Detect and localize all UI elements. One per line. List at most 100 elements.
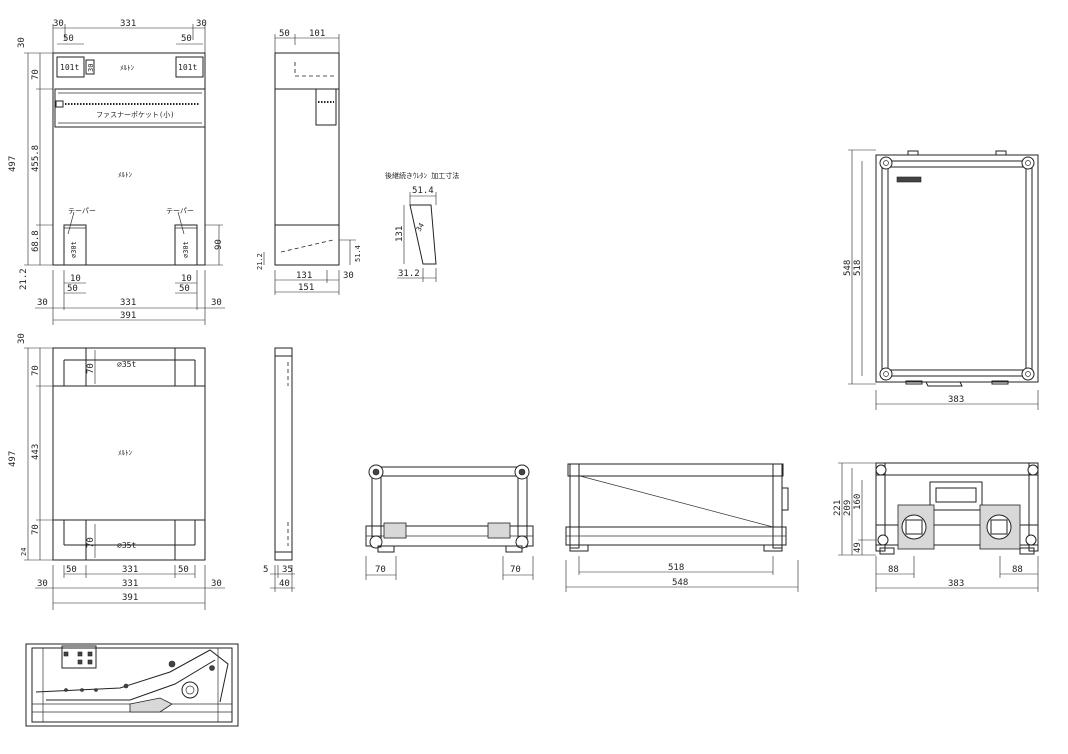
dim-lid-bottom-6: 391 [122, 593, 138, 603]
handle-bottom [925, 381, 963, 387]
note-foam-right: ⌀30t [182, 241, 190, 258]
dim-lid-left-4: 70 [31, 524, 41, 535]
dim-front-top-0: 30 [53, 19, 64, 29]
dim-front-bottom-4: 30 [37, 298, 48, 308]
dim-end-case-bottom-0: 88 [888, 565, 899, 575]
dim-long-case-0: 518 [668, 563, 684, 573]
side-view: 50 101 131 30 151 21.2 51.4 [256, 29, 362, 295]
dim-front-bottom-5: 331 [120, 298, 136, 308]
dim-end-case-left-3: 49 [853, 542, 863, 553]
long-case-view: 518 548 [565, 463, 799, 592]
lid-foam-top: ⌀35t [117, 360, 136, 369]
dim-lid-side-1: 35 [282, 565, 293, 575]
corner-bottom-left [879, 367, 893, 381]
dim-lid-bottom-2: 50 [178, 565, 189, 575]
cup-right [174, 224, 198, 266]
dim-end-case-left-0: 221 [833, 500, 843, 516]
section-outline [25, 643, 239, 727]
dim-lid-bottom-0: 50 [66, 565, 77, 575]
cup-left [63, 224, 87, 266]
dim-lid-bottom-4: 331 [122, 579, 138, 589]
dim-front-left-0: 30 [17, 37, 27, 48]
dim-front-top-4: 50 [181, 34, 192, 44]
dim-lid-bottom-5: 30 [211, 579, 222, 589]
dim-top-case-left-0: 548 [843, 260, 853, 276]
pad-left [56, 56, 85, 78]
dim-side-bottom-2: 151 [298, 283, 314, 293]
front-outline [52, 52, 206, 266]
dim-lid-bottom-1: 331 [122, 565, 138, 575]
dim-top-case-left-1: 518 [853, 260, 863, 276]
pad-right [175, 56, 204, 78]
note-foam-left: ⌀30t [70, 241, 78, 258]
dim-front-case-0: 70 [375, 565, 386, 575]
dim-front-bottom-2: 10 [181, 274, 192, 284]
dim-front-top-1: 331 [120, 19, 136, 29]
note-taper-right: テーパー [166, 207, 194, 215]
dim-front-left-2: 497 [8, 156, 18, 172]
dim-lid-side-0: 5 [263, 565, 268, 575]
dim-front-right: 90 [214, 239, 224, 250]
dim-lid-bottom-3: 30 [37, 579, 48, 589]
wedge-shape [409, 204, 437, 265]
dim-end-case-bottom-2: 383 [948, 579, 964, 589]
end-handle [929, 481, 983, 511]
corner-top-left [879, 156, 893, 170]
lid-side-outline [274, 347, 293, 561]
note-taper-left: テーパー [68, 207, 96, 215]
latch-assembly-left [897, 504, 935, 550]
wedge-dim-1: 131 [395, 226, 405, 242]
dim-lid-side-2: 40 [279, 579, 290, 589]
lid-foam-bottom: ⌀35t [117, 541, 136, 550]
corner-bottom-right [1021, 367, 1035, 381]
dim-front-bottom-3: 50 [179, 284, 190, 294]
wedge-title: 後継続きｳﾚﾀﾝ 加工寸法 [385, 171, 459, 180]
dim-lid-left-0: 30 [17, 333, 27, 344]
section-pedal [129, 697, 173, 713]
note-felt-mid: ﾒﾙﾄﾝ [118, 171, 132, 179]
dim-side-bottom-1: 30 [343, 271, 354, 281]
brand-plate [896, 176, 922, 183]
section-pad [61, 645, 97, 669]
dim-front-bottom-7: 391 [120, 311, 136, 321]
dim-end-case-left-2: 160 [853, 494, 863, 510]
dim-front-bottom-0: 10 [70, 274, 81, 284]
dim-end-case-bottom-1: 88 [1012, 565, 1023, 575]
latch-assembly-right [979, 504, 1021, 550]
dim-lid-left-5: 24 [20, 548, 28, 556]
wedge-dim-3: 34 [415, 222, 426, 233]
dim-front-top-3: 50 [63, 34, 74, 44]
wedge-dim-2: 31.2 [398, 269, 420, 279]
zipper-pocket [54, 88, 206, 128]
latch-right [487, 522, 511, 539]
dim-side-top-1: 101 [309, 29, 325, 39]
dim-front-bottom-6: 30 [211, 298, 222, 308]
wedge-dim-0: 51.4 [412, 186, 434, 196]
lid-felt: ﾒﾙﾄﾝ [118, 449, 132, 457]
front-case-view: 70 70 [365, 464, 534, 580]
top-case-view: 548 518 383 [843, 149, 1039, 410]
end-case-view: 221 209 160 49 88 88 383 [833, 462, 1039, 592]
dim-front-left-1: 70 [31, 69, 41, 80]
note-felt-top: ﾒﾙﾄﾝ [120, 64, 134, 72]
wedge-detail: 後継続きｳﾚﾀﾝ 加工寸法 51.4 131 31.2 34 [385, 171, 459, 282]
note-pad-a: 101t [60, 63, 79, 72]
top-case-outline [875, 154, 1039, 383]
lid-inner-dim-1: 70 [86, 537, 96, 548]
dim-front-left-3: 455.8 [31, 145, 41, 172]
dim-side-bottom-0: 131 [296, 271, 312, 281]
section-mechanism [35, 649, 229, 703]
dim-front-bottom-1: 50 [67, 284, 78, 294]
pocket-tab [85, 59, 95, 75]
dim-top-case-bottom: 383 [948, 395, 964, 405]
dim-front-top-2: 30 [196, 19, 207, 29]
dim-front-left-5: 21.2 [19, 268, 29, 290]
side-outline [274, 52, 340, 266]
lid-side-view: 5 35 40 [263, 347, 295, 592]
corner-top-right [1021, 156, 1035, 170]
side-handle [781, 487, 789, 511]
dim-side-top-0: 50 [279, 29, 290, 39]
dim-lid-left-2: 497 [8, 451, 18, 467]
